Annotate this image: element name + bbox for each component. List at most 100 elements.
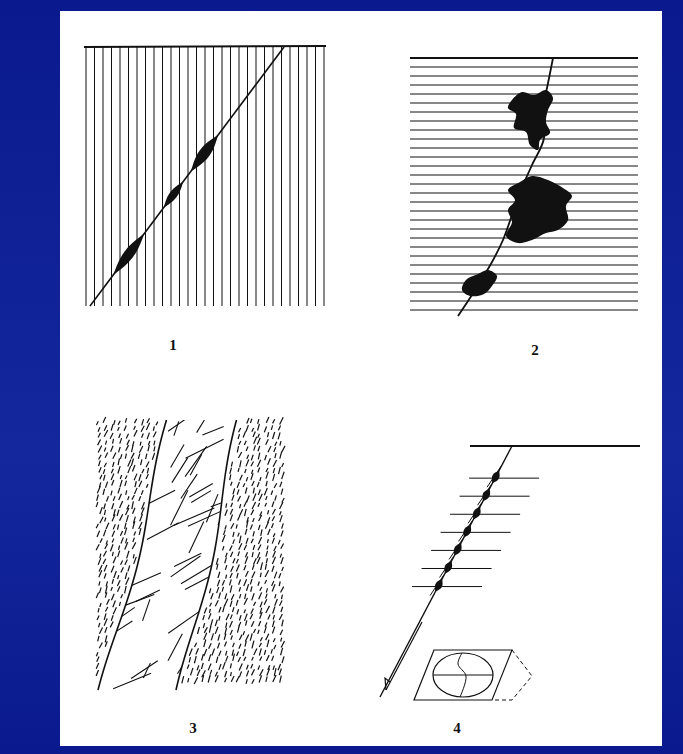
schistosity-dash (280, 482, 282, 487)
schistosity-dash (245, 556, 248, 563)
schistosity-dash (141, 426, 144, 432)
schistosity-dash (253, 488, 254, 494)
schistosity-dash (281, 641, 284, 648)
schistosity-dash (238, 516, 240, 521)
schistosity-dash (238, 657, 240, 662)
vein-lens (164, 182, 183, 208)
schistosity-dash (223, 662, 226, 669)
schistosity-dash (230, 663, 231, 668)
schistosity-dash (268, 529, 270, 535)
schistosity-dash (250, 579, 252, 584)
hatch-line (241, 633, 263, 645)
schistosity-dash (210, 603, 212, 607)
schistosity-dash (280, 417, 284, 424)
bedding-line (410, 265, 638, 266)
vein-lens (435, 579, 443, 592)
vein-sketch-3 (96, 397, 285, 690)
schistosity-dash (237, 609, 239, 614)
schistosity-dash (142, 469, 144, 473)
schistosity-dash (126, 515, 128, 522)
schistosity-dash (280, 511, 282, 515)
schistosity-dash (258, 467, 260, 472)
schistosity-dash (231, 503, 233, 507)
schistosity-dash (247, 418, 249, 423)
schistosity-dash (105, 518, 106, 522)
schistosity-dash (98, 439, 101, 445)
schistosity-dash (104, 510, 105, 515)
schistosity-dash (258, 453, 260, 460)
schistosity-dash (112, 503, 114, 509)
schistosity-dash (245, 641, 246, 647)
schistosity-dash (279, 614, 282, 620)
schistosity-dash (268, 614, 270, 619)
schistosity-dash (103, 469, 105, 474)
schistosity-dash (120, 531, 122, 536)
schistosity-dash (219, 607, 221, 612)
schistosity-dash (246, 425, 248, 431)
vein-lens (482, 489, 490, 502)
schistosity-dash (233, 558, 235, 563)
schistosity-dash (148, 441, 150, 445)
schistosity-dash (111, 491, 112, 496)
schistosity-dash (119, 433, 121, 438)
schistosity-dash (268, 510, 269, 514)
schistosity-dash (282, 463, 284, 467)
schistosity-dash (111, 474, 114, 480)
schistosity-dash (257, 552, 259, 558)
hatch-line (109, 476, 118, 500)
schistosity-dash (253, 494, 256, 501)
schistosity-dash (258, 665, 260, 669)
schistosity-dash (114, 571, 117, 578)
schistosity-dash (274, 645, 276, 649)
schistosity-dash (97, 616, 99, 620)
schistosity-dash (139, 481, 142, 487)
panel-number: 4 (453, 721, 461, 736)
schistosity-dash (104, 463, 106, 467)
schistosity-dash (194, 677, 197, 684)
schistosity-dash (119, 447, 121, 452)
foliation-line (290, 47, 291, 306)
schistosity-dash (271, 491, 273, 495)
schistosity-dash (274, 447, 276, 452)
schistosity-dash (110, 433, 113, 439)
hatch-line (171, 490, 188, 525)
schistosity-dash (239, 441, 241, 445)
foliation-line (128, 47, 129, 306)
schistosity-dash (103, 489, 105, 495)
schistosity-dash (113, 557, 116, 564)
schistosity-dash (215, 600, 218, 606)
schistosity-dash (265, 564, 266, 570)
schistosity-dash (272, 502, 274, 507)
schistosity-dash (223, 546, 224, 550)
schistosity-dash (203, 615, 205, 620)
schistosity-dash (104, 448, 106, 452)
schistosity-dash (266, 472, 268, 479)
schistosity-dash (217, 643, 219, 649)
schistosity-dash (134, 488, 137, 494)
hatch-line (189, 522, 204, 553)
schistosity-dash (268, 432, 269, 437)
schistosity-dash (259, 494, 262, 501)
schistosity-dash (236, 559, 238, 563)
schistosity-dash (244, 609, 246, 613)
schistosity-dash (244, 501, 247, 507)
schistosity-dash (272, 523, 274, 528)
schistosity-dash (219, 651, 221, 656)
schistosity-dash (121, 537, 123, 543)
schistosity-dash (112, 579, 113, 584)
schistosity-dash (112, 552, 114, 556)
schistosity-dash (252, 481, 254, 486)
schistosity-dash (219, 593, 221, 599)
schistosity-dash (245, 469, 246, 473)
schistosity-dash (245, 509, 247, 516)
schistosity-dash (147, 418, 149, 423)
schistosity-dash (202, 675, 204, 682)
schistosity-dash (254, 445, 256, 450)
bedding-line (410, 67, 638, 68)
schistosity-dash (113, 452, 116, 458)
schistosity-dash (225, 575, 227, 579)
schistosity-dash (231, 566, 234, 572)
schistosity-dash (219, 664, 221, 670)
schistosity-dash (118, 525, 119, 530)
schistosity-dash (104, 504, 106, 510)
